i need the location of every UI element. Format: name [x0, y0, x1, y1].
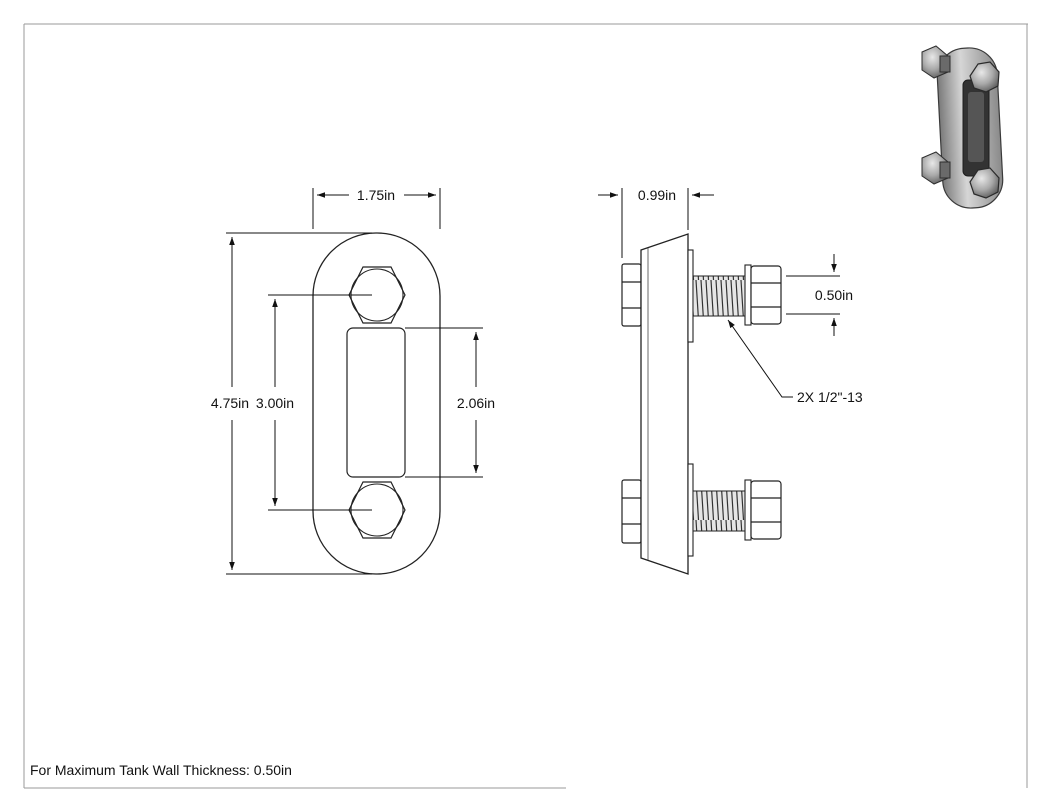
slot-length-dimension: [405, 327, 483, 478]
width-dimension: [312, 188, 441, 229]
side-view: 0.99in 0.50in 2X 1/2"-13: [598, 187, 863, 575]
nut-dimension-label: 0.50in: [815, 287, 853, 303]
slot-length-dimension-label: 2.06in: [457, 395, 495, 411]
footer-note: For Maximum Tank Wall Thickness: 0.50in: [30, 762, 292, 778]
height-dimension-label: 4.75in: [211, 395, 249, 411]
upper-nut: [750, 265, 782, 325]
depth-dimension: [598, 188, 714, 258]
bolt-spacing-dimension: [268, 294, 372, 511]
lower-washer: [744, 479, 752, 541]
lower-clamp-plate: [687, 463, 694, 557]
upper-clamp-plate: [687, 249, 694, 343]
nut-dimension: [786, 254, 840, 336]
center-slot: [346, 327, 406, 478]
depth-dimension-label: 0.99in: [638, 187, 676, 203]
width-dimension-label: 1.75in: [357, 187, 395, 203]
side-upper-bolt-head: [621, 263, 642, 327]
side-lower-bolt-head: [621, 479, 642, 544]
front-view: 1.75in 4.75in 3.00in 2.06in: [211, 187, 495, 575]
gasket-body: [640, 233, 689, 575]
thread-callout-label: 2X 1/2"-13: [797, 389, 863, 405]
upper-washer: [744, 264, 752, 326]
isometric-preview: [921, 45, 1004, 209]
lower-nut: [750, 480, 782, 540]
thread-callout-leader: [727, 319, 793, 398]
height-dimension: [226, 232, 372, 575]
bolt-spacing-dimension-label: 3.00in: [256, 395, 294, 411]
sheet-border: [23, 23, 1028, 789]
lower-thread: [692, 490, 746, 532]
upper-thread: [692, 275, 746, 317]
